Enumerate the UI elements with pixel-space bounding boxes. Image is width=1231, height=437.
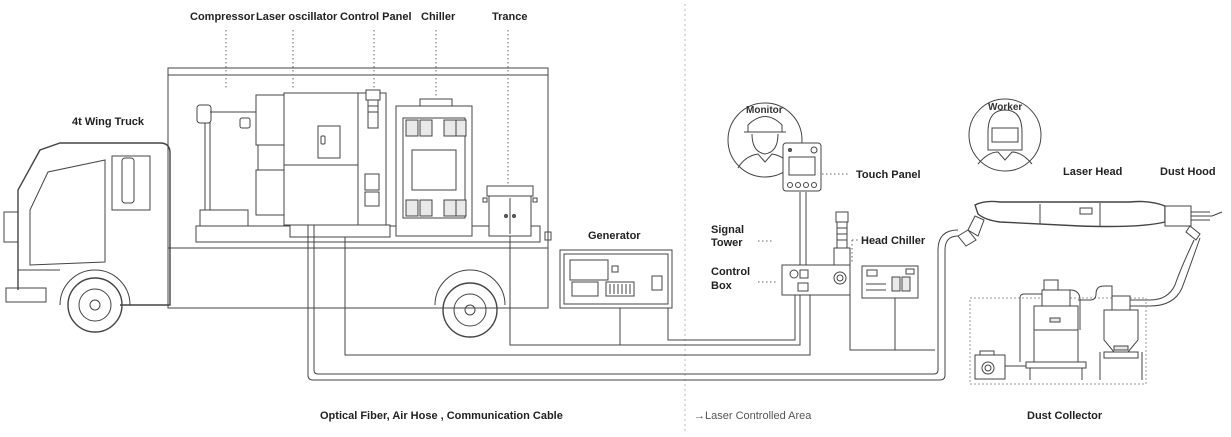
dust-hood [1126,205,1223,307]
truck-front-wheel [67,277,123,333]
label-laser-head: Laser Head [1063,166,1122,178]
truck-cargo-box [167,67,549,309]
dust-collector-main [1033,305,1079,363]
dust-collector-pump [974,354,1006,380]
label-chiller: Chiller [421,11,456,23]
labels: Compressor Laser oscillator Control Pane… [72,11,1216,422]
label-signal-tower-1: Signal [711,224,744,236]
head-chiller [861,265,919,299]
control-box [781,264,851,296]
dust-collector [969,279,1147,385]
generator [559,249,673,309]
laser-head [957,200,1166,247]
label-control-box-1: Control [711,266,750,278]
label-dust-hood: Dust Hood [1160,166,1216,178]
label-laser-oscillator: Laser oscillator [256,11,338,23]
label-head-chiller: Head Chiller [861,235,926,247]
cables [307,192,959,381]
label-control-box-2: Box [711,280,733,292]
label-cables: Optical Fiber, Air Hose , Communication … [320,410,563,422]
label-trance: Trance [492,11,527,23]
label-controlled-area: →Laser Controlled Area [694,410,812,422]
leader-lines [225,30,858,283]
label-truck: 4t Wing Truck [72,116,145,128]
label-compressor: Compressor [190,11,256,23]
truck [3,67,552,338]
trance [482,185,538,237]
label-generator: Generator [588,230,641,242]
worker-person [968,98,1042,172]
touch-panel [782,142,822,192]
truck-rear-wheel [442,282,498,338]
chiller [395,98,473,237]
label-signal-tower-2: Tower [711,237,743,249]
signal-tower [833,211,851,267]
label-monitor: Monitor [746,105,783,116]
label-touch-panel: Touch Panel [856,169,921,181]
truck-cab [17,142,171,306]
oscillator-panel [317,125,341,159]
control-panel [365,89,381,129]
compressor [196,94,285,227]
label-dust-collector: Dust Collector [1027,410,1103,422]
label-control-panel: Control Panel [340,11,412,23]
label-worker: Worker [988,102,1022,113]
